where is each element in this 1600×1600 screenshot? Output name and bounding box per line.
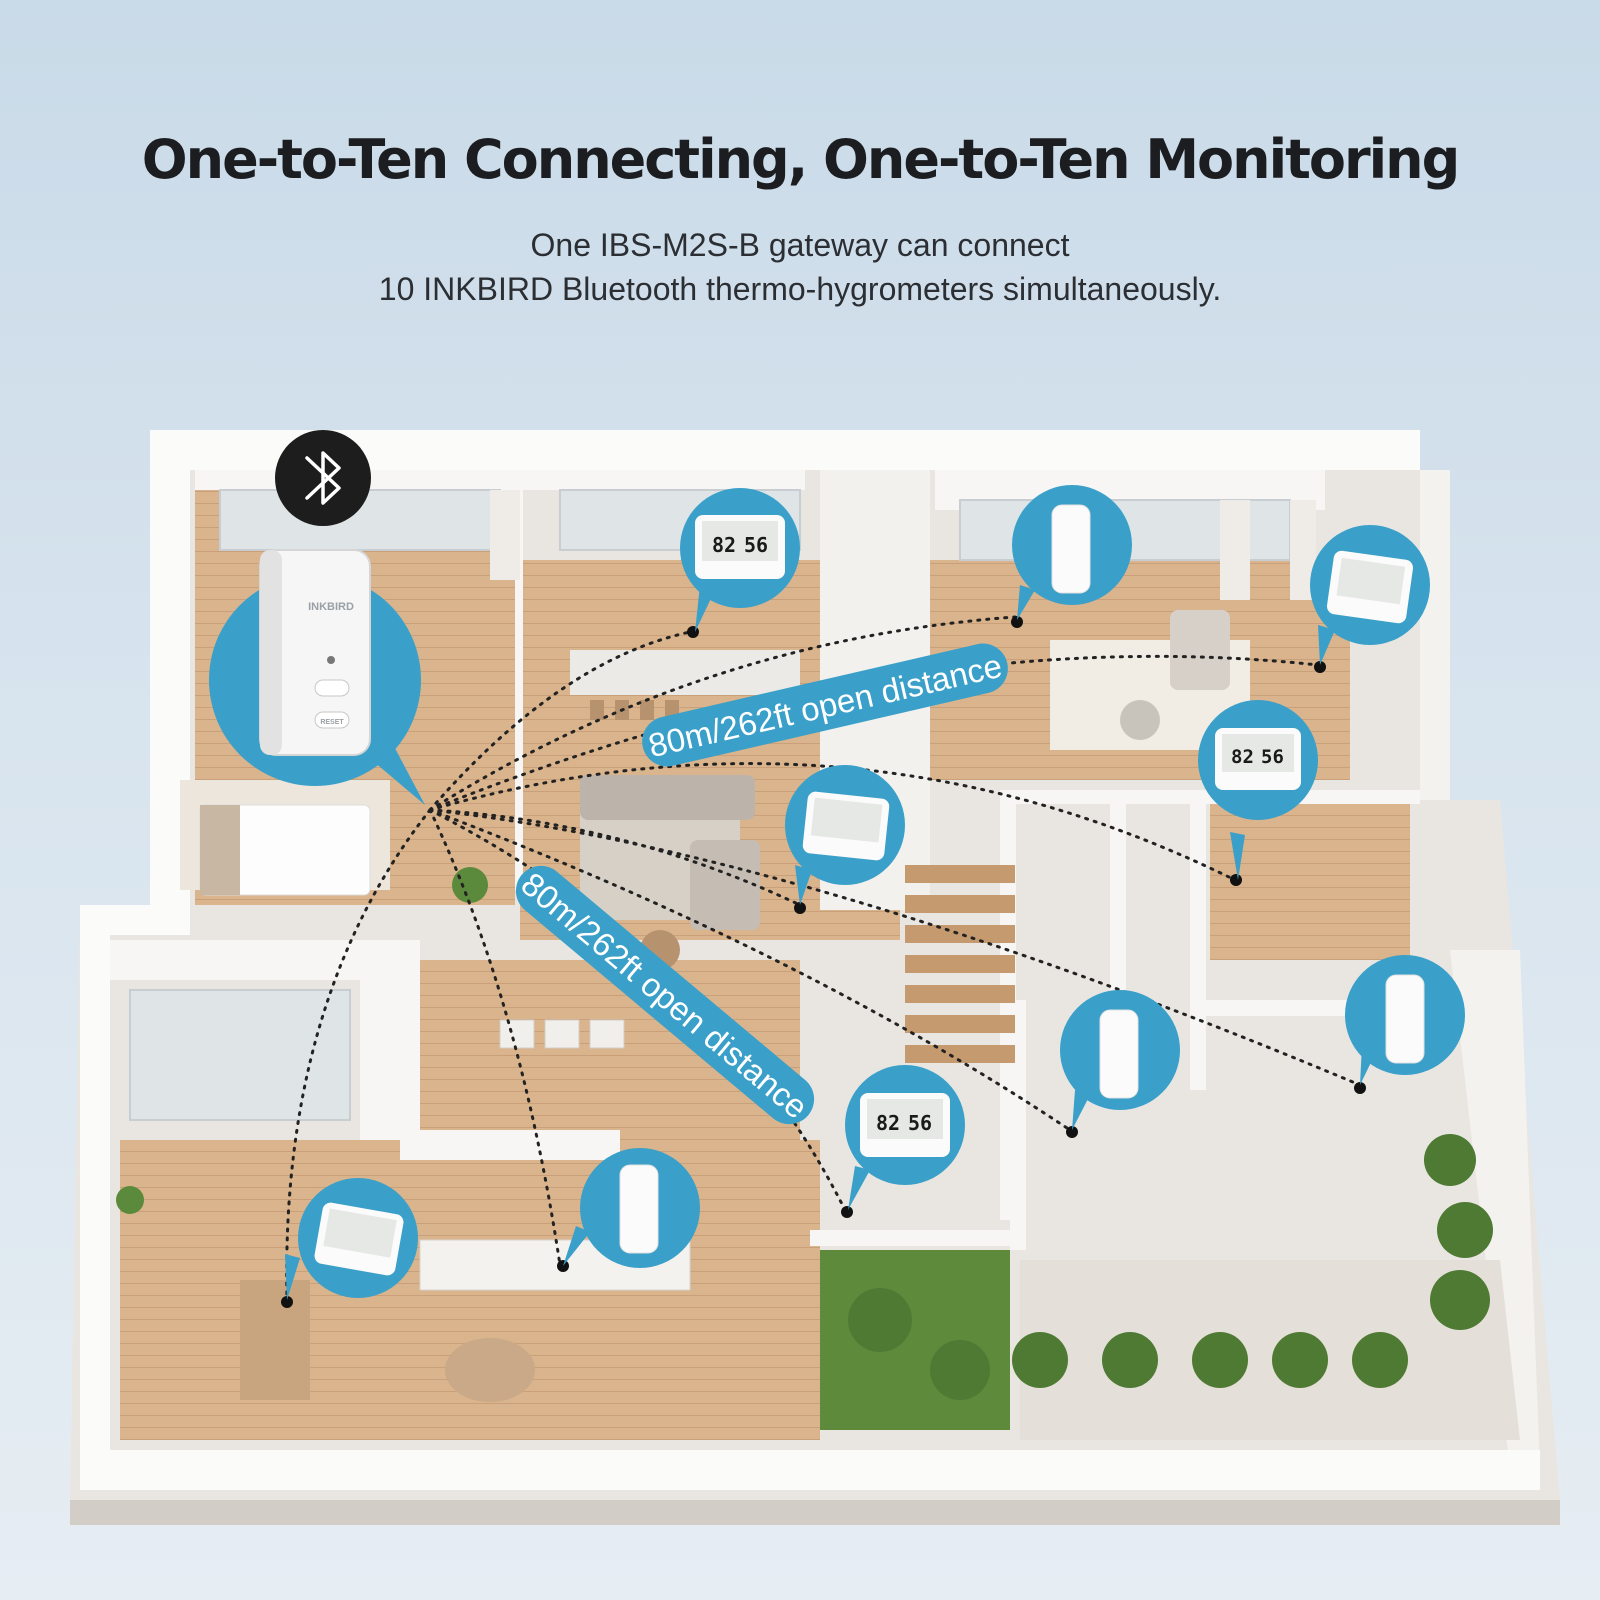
subtitle-line-2: 10 INKBIRD Bluetooth thermo-hygrometers … — [378, 271, 1222, 307]
gateway-device: INKBIRD RESET — [259, 549, 371, 756]
sensor-bubble-stairs: 82 56 — [845, 1065, 965, 1210]
sensor-bubble-kitchen: 82 56 — [680, 488, 800, 632]
bluetooth-icon — [275, 430, 371, 526]
house-model — [70, 430, 1560, 1525]
wifi-button[interactable] — [314, 679, 350, 697]
gateway-brand: INKBIRD — [308, 601, 354, 613]
sensor-bubble-living — [1310, 525, 1430, 665]
sensor-bubble-lounge — [785, 765, 905, 905]
sensor-temp: 82 — [712, 533, 736, 557]
sensor-temp: 82 — [1231, 746, 1254, 768]
sensor-bubble-dining — [285, 1178, 418, 1300]
reset-button[interactable] — [314, 711, 350, 729]
sensor-endpoints — [281, 616, 1366, 1308]
reset-label: RESET — [320, 719, 344, 726]
sensor-humidity: 56 — [1261, 746, 1284, 768]
gateway-bubble: INKBIRD RESET — [209, 549, 425, 805]
sensor-bubble-bedroom-2 — [1012, 485, 1132, 620]
sensor-bubble-bath — [1345, 955, 1465, 1085]
bathroom-floor — [1210, 800, 1410, 960]
subtitle-line-1: One IBS-M2S-B gateway can connect — [530, 227, 1070, 263]
page-title: One-to-Ten Connecting, One-to-Ten Monito… — [141, 128, 1461, 191]
sensor-temp: 82 — [876, 1111, 900, 1135]
sensor-humidity: 56 — [744, 533, 768, 557]
sensor-bubble-closet — [1060, 990, 1180, 1130]
sensor-humidity: 56 — [908, 1111, 932, 1135]
sensor-bubble-hall: 82 56 — [1198, 700, 1318, 880]
sensor-bubble-kitchen-lower — [563, 1148, 700, 1268]
